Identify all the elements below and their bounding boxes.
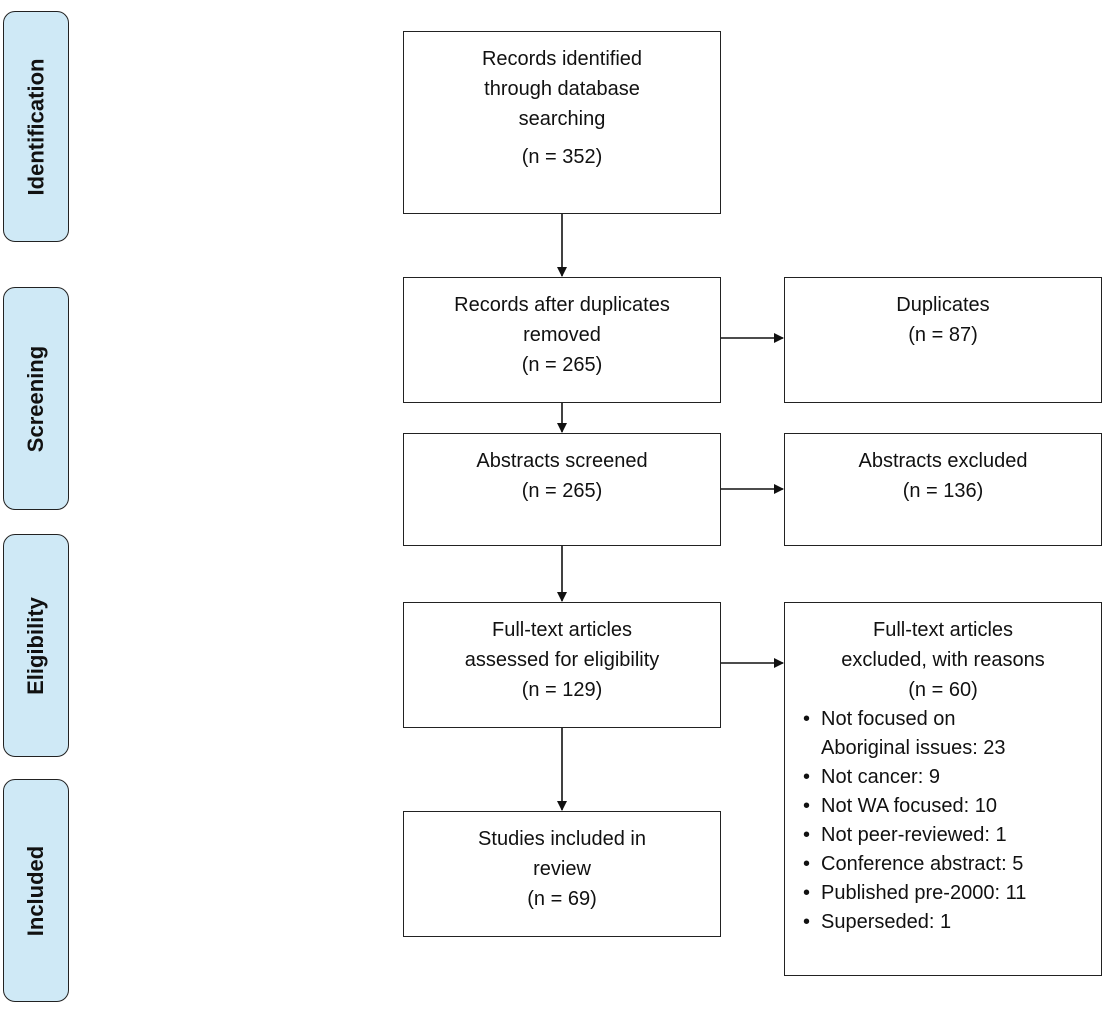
duplicates-count: (n = 87): [908, 324, 978, 346]
exclusion-reasons-list: Not focused on Aboriginal issues: 23 Not…: [785, 705, 1101, 937]
exclusion-reason: Not focused on Aboriginal issues: 23: [803, 705, 1011, 763]
studies-included-line-1: Studies included in: [478, 828, 646, 850]
studies-included-count: (n = 69): [527, 888, 597, 910]
records-after-duplicates-count: (n = 265): [521, 354, 603, 376]
abstracts-excluded-label: Abstracts excluded: [858, 450, 1028, 472]
exclusion-reason: Published pre-2000: 11: [803, 879, 1101, 908]
records-identified-line-2: through database: [484, 78, 640, 100]
records-after-duplicates-box: Records after duplicates removed (n = 26…: [403, 277, 721, 403]
fulltext-excluded-count: (n = 60): [908, 679, 978, 701]
records-after-duplicates-line-2: removed: [523, 324, 601, 346]
records-identified-box: Records identified through database sear…: [403, 31, 721, 214]
exclusion-reason: Not WA focused: 10: [803, 792, 1101, 821]
abstracts-excluded-box: Abstracts excluded (n = 136): [784, 433, 1102, 546]
abstracts-excluded-count: (n = 136): [902, 480, 984, 502]
duplicates-box: Duplicates (n = 87): [784, 277, 1102, 403]
fulltext-excluded-line-1: Full-text articles: [872, 619, 1014, 641]
fulltext-excluded-box: Full-text articles excluded, with reason…: [784, 602, 1102, 976]
records-identified-line-1: Records identified: [481, 48, 643, 70]
records-after-duplicates-line-1: Records after duplicates: [454, 294, 670, 316]
stage-included: Included: [3, 779, 69, 1002]
records-identified-count: (n = 352): [521, 146, 603, 168]
studies-included-line-2: review: [533, 858, 591, 880]
fulltext-assessed-count: (n = 129): [521, 679, 603, 701]
records-identified-line-3: searching: [518, 108, 606, 130]
abstracts-screened-label: Abstracts screened: [476, 450, 648, 472]
fulltext-excluded-line-2: excluded, with reasons: [841, 649, 1045, 671]
exclusion-reason: Superseded: 1: [803, 908, 1101, 937]
abstracts-screened-box: Abstracts screened (n = 265): [403, 433, 721, 546]
exclusion-reason: Not peer-reviewed: 1: [803, 821, 1101, 850]
duplicates-label: Duplicates: [896, 294, 990, 316]
stage-screening: Screening: [3, 287, 69, 510]
stage-eligibility: Eligibility: [3, 534, 69, 757]
abstracts-screened-count: (n = 265): [521, 480, 603, 502]
studies-included-box: Studies included in review (n = 69): [403, 811, 721, 937]
stage-identification-label: Identification: [23, 58, 49, 195]
stage-screening-label: Screening: [23, 345, 48, 452]
exclusion-reason: Conference abstract: 5: [803, 850, 1101, 879]
fulltext-assessed-line-1: Full-text articles: [491, 619, 633, 641]
stage-eligibility-label: Eligibility: [23, 596, 49, 695]
fulltext-assessed-line-2: assessed for eligibility: [464, 649, 660, 671]
stage-identification: Identification: [3, 11, 69, 242]
fulltext-assessed-box: Full-text articles assessed for eligibil…: [403, 602, 721, 728]
exclusion-reason: Not cancer: 9: [803, 763, 1101, 792]
stage-included-label: Included: [23, 845, 49, 936]
